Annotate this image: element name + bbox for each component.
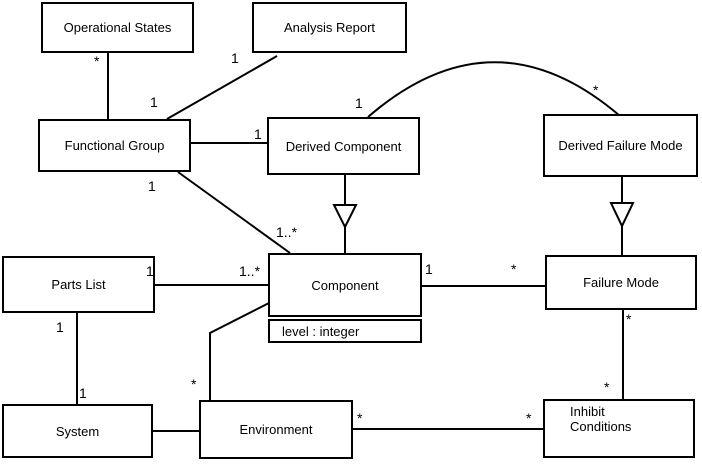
class-box-component: Component [268,253,422,317]
class-name: Parts List [51,277,106,292]
class-name: Analysis Report [283,20,376,35]
association-ar-fg [166,55,278,120]
class-box-parts-list: Parts List [2,256,155,313]
association-arc-dc-dfm [367,61,621,118]
multiplicity-label: 1..* [239,263,261,279]
generalization-triangle-icon [332,204,358,230]
multiplicity-label: 1 [231,50,239,66]
class-name: Environment [239,422,313,437]
multiplicity-label: 1..* [276,224,298,240]
class-box-derived-component: Derived Component [267,117,420,175]
class-box-analysis-report: Analysis Report [252,2,407,53]
class-attribute: level : integer [282,323,360,339]
class-name: Component [311,277,379,293]
multiplicity-label: * [604,379,610,395]
class-name: Operational States [63,20,172,35]
class-box-derived-failure-mode: Derived Failure Mode [543,114,698,177]
generalization-dfm-fm [609,177,635,255]
multiplicity-label: * [626,311,632,327]
association-env-component [209,302,270,400]
class-name: Failure Mode [583,275,659,290]
multiplicity-label: 1 [56,319,64,335]
multiplicity-label: * [94,53,100,69]
association-fg-component [177,171,291,254]
class-box-failure-mode: Failure Mode [545,255,697,310]
multiplicity-label: 1 [254,126,262,142]
generalization-dc-component [332,175,358,253]
class-box-inhibit-conditions: Inhibit Conditions [543,399,695,458]
multiplicity-label: 1 [425,261,433,277]
multiplicity-label: 1 [146,263,154,279]
multiplicity-label: * [526,410,532,426]
class-name: System [55,423,100,439]
multiplicity-label: * [357,410,363,426]
class-name-line2: Conditions [570,419,632,434]
multiplicity-label: * [511,261,517,277]
class-box-functional-group: Functional Group [38,119,191,172]
multiplicity-label: * [191,376,197,392]
multiplicity-label: 1 [150,94,158,110]
class-name: Inhibit Conditions [545,401,631,434]
class-name: Derived Failure Mode [558,138,683,153]
class-box-system: System [2,404,153,458]
class-box-operational-states: Operational States [41,2,194,53]
multiplicity-label: * [593,82,599,98]
multiplicity-label: 1 [79,385,87,401]
class-box-environment: Environment [199,400,353,459]
class-name: Functional Group [64,138,165,153]
class-name: Derived Component [285,138,402,154]
multiplicity-label: 1 [355,95,363,111]
class-name-line1: Inhibit [570,404,605,419]
class-box-component-attributes: level : integer [268,319,422,343]
generalization-triangle-icon [609,202,635,229]
multiplicity-label: 1 [148,178,156,194]
